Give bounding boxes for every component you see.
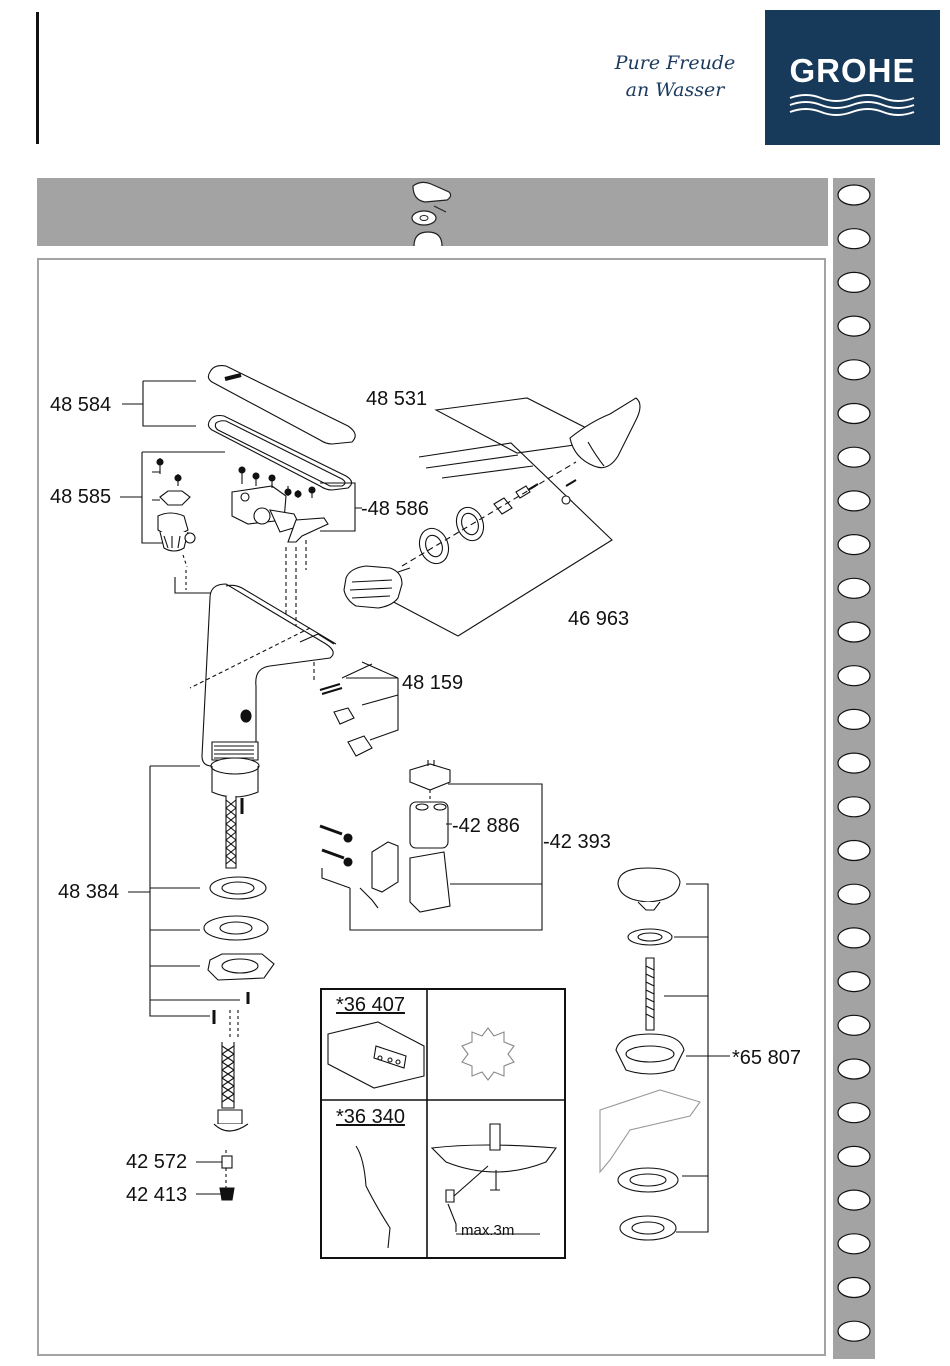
part-46963-label: 46 963 — [568, 608, 629, 631]
part-65807-label: *65 807 — [732, 1047, 801, 1070]
part-48531-label: 48 531 — [366, 388, 427, 411]
part-48159-label: 48 159 — [402, 672, 463, 695]
part-42393-label: -42 393 — [543, 831, 611, 854]
part-48585-label: 48 585 — [50, 486, 111, 509]
part-42572-label: 42 572 — [126, 1151, 187, 1174]
part-48384-label: 48 384 — [58, 881, 119, 904]
part-48584-label: 48 584 — [50, 394, 111, 417]
remote-control-code: *36 407 — [336, 994, 405, 1017]
connection-cable-code: *36 340 — [336, 1106, 405, 1129]
part-42413-label: 42 413 — [126, 1184, 187, 1207]
max-length-label: max.3m — [461, 1222, 514, 1239]
part-48586-label: -48 586 — [361, 498, 429, 521]
part-42886-label: -42 886 — [452, 815, 520, 838]
